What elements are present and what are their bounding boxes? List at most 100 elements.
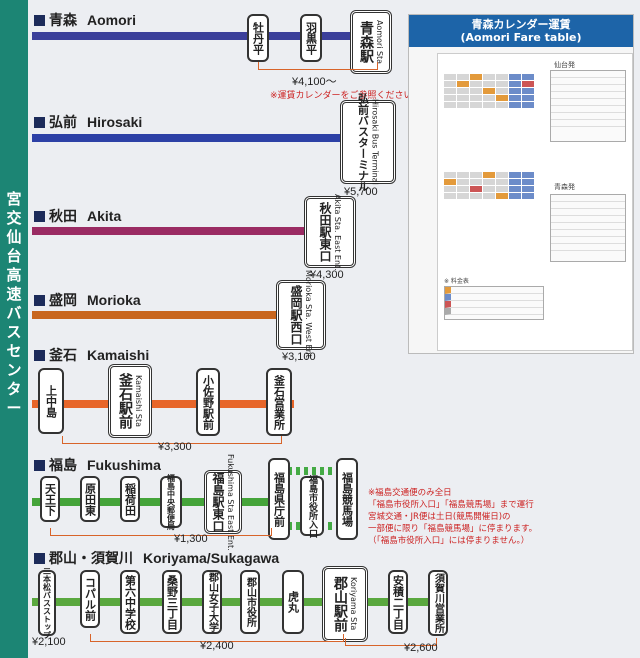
stop-label: 弘前バスターミナル [356,92,370,192]
stop-asaka[interactable]: 安積二丁目 [388,570,408,634]
stop-label: 郡山市役所 [244,577,256,627]
stop-nihonmatsu-bus-stop[interactable]: 二本松バスストップ [38,567,56,639]
section-koriyama-ja: 郡山・須賀川 [49,550,133,566]
stop-fukushima-racecourse[interactable]: 福島競馬場 [336,458,358,540]
fare-table-header: 青森カレンダー運賃 (Aomori Fare table) [409,15,633,47]
fare-bracket [50,528,272,536]
stop-label: 釜石営業所 [272,374,286,430]
stop-label: 羽黒平 [304,21,318,55]
stop-label: 牡丹平 [251,21,265,55]
note-line: 宮城交通・JR便は土日(競馬開催日)の [368,512,511,522]
route-line-hirosaki [32,134,350,142]
square-marker-icon [34,553,45,564]
stop-botanbira[interactable]: 牡丹平 [247,14,269,62]
stop-sukagawa-office[interactable]: 須賀川営業所 [428,570,448,636]
note-line: （「福島市役所入口」には停まりません。） [368,536,530,546]
stop-label-en: Akita Sta. East Ent. [333,193,342,271]
square-marker-icon [34,117,45,128]
route-line-akita [32,227,312,235]
stop-label: 稲荷田 [123,482,137,516]
section-fukushima-en: Fukushima [87,457,161,473]
stop-haguroda[interactable]: 羽黒平 [300,14,322,62]
section-koriyama-en: Koriyama/Sukagawa [143,550,280,566]
stop-kamaishi-office[interactable]: 釜石営業所 [266,368,292,436]
fare-table-panel: 青森カレンダー運賃 (Aomori Fare table) 仙台発 青森発 ※ … [408,14,634,354]
price-nihonmatsu: ¥2,100 [32,636,66,648]
fare-bracket [345,638,437,646]
route-line-kamaishi [32,400,294,408]
fare-table-subtitle: (Aomori Fare table) [460,31,582,44]
section-koriyama-label: 郡山・須賀川 Koriyama/Sukagawa [34,548,279,568]
note-line: ※福島交通便のみ全日 [368,488,452,498]
section-morioka-ja: 盛岡 [49,292,77,308]
stop-label: 虎丸 [286,591,300,613]
stop-label-en: Koriyama Sta [349,577,358,631]
stop-kuwano[interactable]: 桑野三丁目 [162,570,182,634]
stop-label: 福島駅東口 [211,472,225,532]
price-akita: ¥4,300 [310,269,344,281]
stop-haradahigashi[interactable]: 原田東 [80,476,100,522]
stop-label: 天王下 [43,482,57,516]
stop-label: 桑野三丁目 [165,574,179,630]
stop-label: 福島中央郵便局 [166,474,176,530]
stop-koriyama-womens-univ[interactable]: 郡山女子大学 [202,570,222,634]
stop-fukushima-post-office[interactable]: 福島中央郵便局 [160,474,182,530]
stop-label: 郡山女子大学 [206,572,218,632]
fare-calendar-sheet[interactable]: 仙台発 青森発 ※ 料金表 [437,53,633,351]
stop-label: 郡山駅前 [332,576,348,632]
stop-label: 福島県庁前 [272,471,286,527]
calendar-grid [444,74,534,108]
stop-label: 小佐野駅前 [201,374,215,430]
square-marker-icon [34,15,45,26]
fare-bracket [258,62,378,70]
square-marker-icon [34,295,45,306]
note-line: 「福島市役所入口」「福島競馬場」まで運行 [368,500,534,510]
section-aomori-ja: 青森 [49,12,77,28]
stop-toramaru[interactable]: 虎丸 [282,570,304,634]
price-sukagawa: ¥2,600 [404,642,438,654]
stop-koriyama-city-hall[interactable]: 郡山市役所 [240,570,260,634]
sidebar-title: 宮交仙台高速バスセンター [6,190,22,417]
stop-label: 第六中学校 [123,574,137,630]
fare-table-sendai [550,70,626,142]
stop-dai6-junior-high[interactable]: 第六中学校 [120,570,140,634]
calendar-note[interactable]: ※運賃カレンダーをご参照ください→ [270,91,421,101]
stop-kosano[interactable]: 小佐野駅前 [196,368,220,436]
stop-label: 安積二丁目 [391,574,405,630]
fare-table-aomori [550,194,626,262]
stop-kaminakajima[interactable]: 上中島 [38,368,64,434]
stop-fukushima-city-hall[interactable]: 福島市役所入口 [300,475,324,538]
section-kamaishi-ja: 釜石 [49,347,77,363]
price-morioka: ¥3,100 [282,351,316,363]
stop-label-en: Kamaishi Sta [134,374,143,428]
calendar-grid [444,172,534,199]
stop-label-en: Hirosaki Bus Terminal [370,99,380,185]
route-line-morioka [32,311,282,319]
section-hirosaki-ja: 弘前 [49,114,77,130]
stop-label: 二本松バスストップ [42,567,52,639]
stop-label: 原田東 [83,482,97,516]
price-aomori: ¥4,100～ [292,76,337,88]
stop-label: 青森駅 [358,21,374,63]
stop-label: 須賀川営業所 [432,573,444,633]
section-kamaishi-en: Kamaishi [87,347,150,363]
section-aomori-en: Aomori [87,12,136,28]
stop-fukushima-prefectural-office[interactable]: 福島県庁前 [268,458,290,540]
stop-tennoshita[interactable]: 天王下 [40,476,60,522]
fare-panel-right: 青森発 [554,183,575,191]
stop-label: 福島競馬場 [340,471,354,527]
stop-kopal[interactable]: コパル前 [80,570,100,628]
stop-inarida[interactable]: 稲荷田 [120,476,140,522]
route-line-fukushima-partial [288,467,332,475]
section-kamaishi-label: 釜石 Kamaishi [34,345,149,365]
stop-label-en: Morioka Sta. West Ent. [304,269,313,361]
